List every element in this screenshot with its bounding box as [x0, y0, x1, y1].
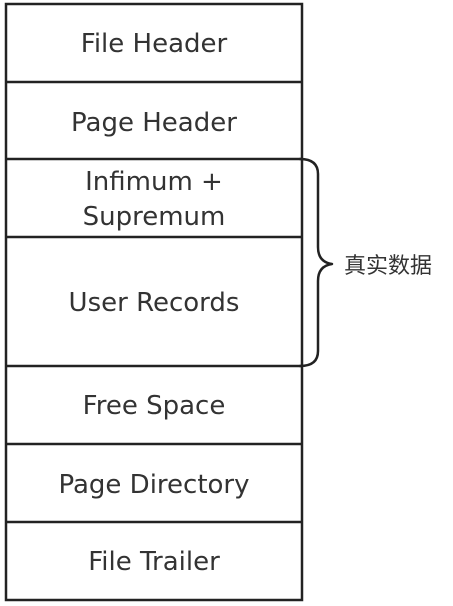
- file-header-label: File Header: [81, 29, 228, 59]
- real-data-label: 真实数据: [344, 254, 432, 279]
- curly-brace: [298, 157, 334, 368]
- file-trailer-label: File Trailer: [88, 547, 220, 577]
- page-header-label: Page Header: [71, 108, 237, 138]
- free-space-label: Free Space: [83, 391, 226, 421]
- infimum-label: Infimum +: [85, 167, 223, 197]
- page-directory-label: Page Directory: [58, 470, 249, 500]
- page-outline: [4, 2, 304, 602]
- user-records-label: User Records: [69, 288, 240, 318]
- supremum-label: Supremum: [83, 202, 226, 232]
